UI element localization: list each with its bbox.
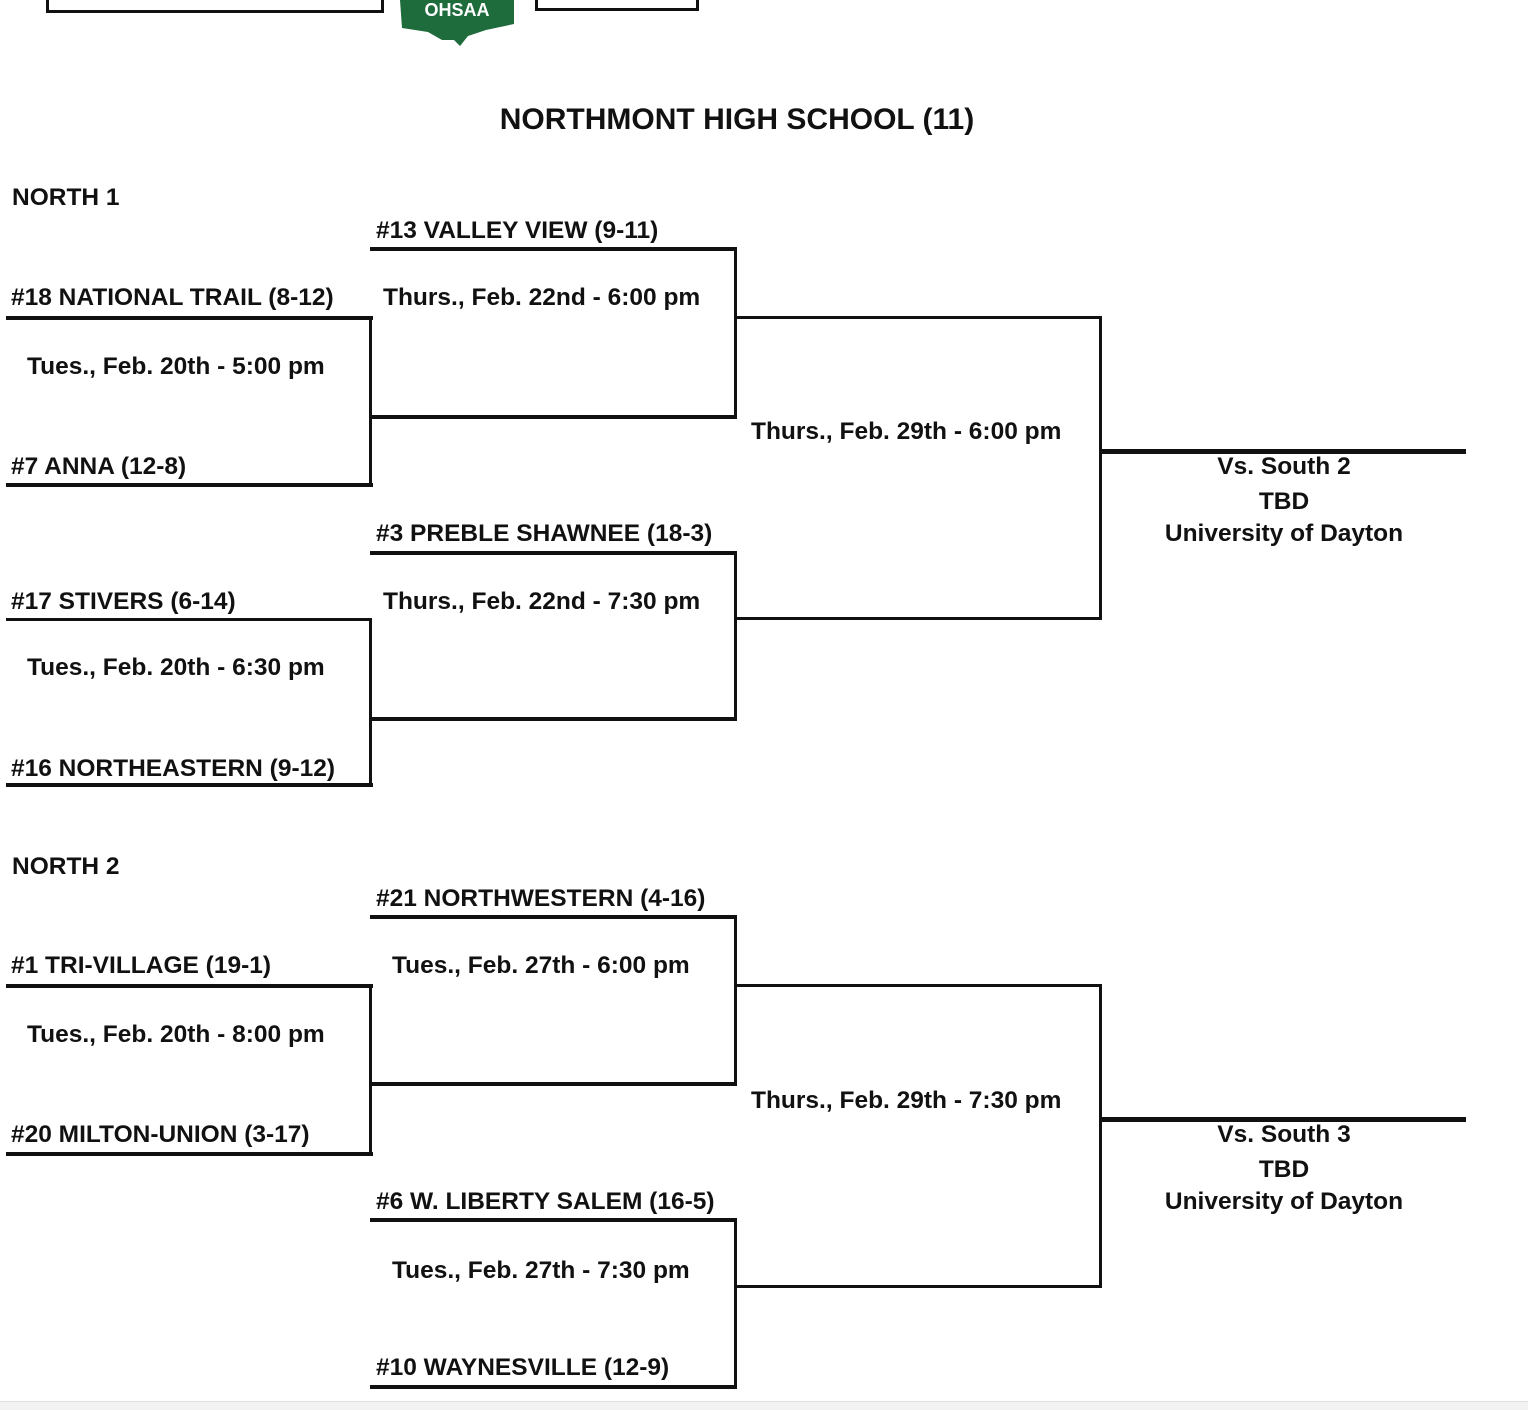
game-time-r2-top: Thurs., Feb. 22nd - 6:00 pm: [383, 284, 701, 311]
line-r1-game2-winner: [370, 717, 737, 721]
line-waynesville: [370, 1385, 737, 1389]
line-r2-game2-winner: [734, 617, 1102, 620]
line-r2-game2-vertical: [734, 551, 737, 721]
ohsaa-logo: OHSAA: [398, 0, 516, 48]
line-preble-shawnee: [370, 551, 737, 555]
game-time-r1-top: Tues., Feb. 20th - 5:00 pm: [27, 353, 325, 380]
team-national-trail: #18 NATIONAL TRAIL (8-12): [11, 284, 334, 311]
line-r2-game1-winner: [734, 316, 1102, 319]
line-r1-game2-vertical: [369, 618, 372, 787]
team-northeastern: #16 NORTHEASTERN (9-12): [11, 755, 336, 782]
page-title: NORTHMONT HIGH SCHOOL (11): [499, 103, 975, 136]
final-time: TBD: [1258, 1156, 1310, 1183]
team-milton-union: #20 MILTON-UNION (3-17): [11, 1121, 310, 1148]
team-waynesville: #10 WAYNESVILLE (12-9): [376, 1354, 670, 1381]
line-semi1-vertical: [1099, 316, 1102, 620]
line-r2-game1-vertical: [734, 247, 737, 419]
page-bottom-edge: [0, 1401, 1528, 1410]
line-r1-game1-winner: [370, 415, 737, 419]
line-milton-union: [6, 1152, 373, 1156]
team-preble-shawnee: #3 PREBLE SHAWNEE (18-3): [376, 520, 713, 547]
section-label-north-1: NORTH 1: [12, 184, 120, 211]
team-anna: #7 ANNA (12-8): [11, 453, 187, 480]
final-opponent: Vs. South 2: [1217, 453, 1351, 480]
team-northwestern: #21 NORTHWESTERN (4-16): [376, 885, 706, 912]
line-semi1-winner: [1099, 449, 1466, 454]
game-time-r1: Tues., Feb. 20th - 8:00 pm: [27, 1021, 325, 1048]
game-time-r2-bottom: Thurs., Feb. 22nd - 7:30 pm: [383, 588, 701, 615]
line-w-liberty-salem: [370, 1218, 737, 1222]
final-venue: University of Dayton: [1164, 1188, 1404, 1215]
line-northeastern: [6, 783, 373, 787]
section-label-north-2: NORTH 2: [12, 853, 120, 880]
line-r2-bottom-vertical: [734, 1218, 737, 1389]
line-r2-top-vertical: [734, 915, 737, 1086]
line-northwestern: [370, 915, 737, 919]
final-venue: University of Dayton: [1164, 520, 1404, 547]
game-time-r2-bottom: Tues., Feb. 27th - 7:30 pm: [392, 1257, 690, 1284]
game-time-semi: Thurs., Feb. 29th - 6:00 pm: [751, 418, 1062, 445]
game-time-r2-top: Tues., Feb. 27th - 6:00 pm: [392, 952, 690, 979]
logo-text: OHSAA: [424, 0, 489, 20]
line-r2-top-winner: [734, 984, 1102, 987]
team-stivers: #17 STIVERS (6-14): [11, 588, 236, 615]
team-w-liberty-salem: #6 W. LIBERTY SALEM (16-5): [376, 1188, 715, 1215]
line-valley-view: [370, 247, 737, 251]
line-national-trail: [6, 316, 373, 320]
line-r1-vertical: [369, 984, 372, 1156]
ohio-state-icon: OHSAA: [400, 0, 514, 46]
final-opponent: Vs. South 3: [1217, 1121, 1351, 1148]
team-tri-village: #1 TRI-VILLAGE (19-1): [11, 952, 272, 979]
line-stivers: [6, 618, 372, 621]
line-r1-game1-vertical: [369, 316, 372, 487]
line-r2-bottom-winner: [734, 1285, 1102, 1288]
line-anna: [6, 483, 373, 487]
line-tri-village: [6, 984, 373, 988]
line-semi2-winner: [1099, 1117, 1466, 1122]
final-time: TBD: [1258, 488, 1310, 515]
line-r1-winner: [370, 1082, 737, 1086]
game-time-semi: Thurs., Feb. 29th - 7:30 pm: [751, 1087, 1062, 1114]
line-semi2-vertical: [1099, 984, 1102, 1288]
header-right-box: [535, 0, 699, 11]
header-left-box: [46, 0, 384, 13]
game-time-r1-bottom: Tues., Feb. 20th - 6:30 pm: [27, 654, 325, 681]
team-valley-view: #13 VALLEY VIEW (9-11): [376, 217, 659, 244]
